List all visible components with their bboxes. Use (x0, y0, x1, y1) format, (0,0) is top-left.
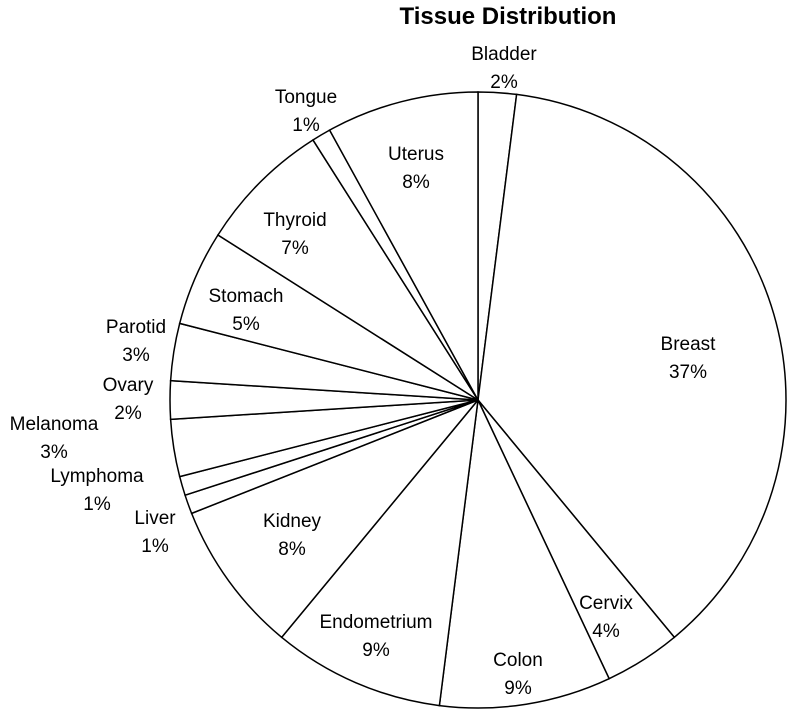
slice-label-endometrium: Endometrium (320, 612, 433, 633)
pie-slice-uterus (328, 91, 479, 401)
slice-label-parotid: Parotid (106, 317, 166, 338)
slice-value-stomach: 5% (232, 314, 260, 335)
slice-label-melanoma: Melanoma (10, 414, 99, 435)
slice-value-parotid: 3% (122, 345, 150, 366)
slice-label-kidney: Kidney (263, 511, 322, 532)
chart-title: Tissue Distribution (400, 3, 617, 30)
slice-value-bladder: 2% (490, 72, 518, 93)
slice-label-stomach: Stomach (209, 286, 284, 307)
slice-label-liver: Liver (134, 508, 176, 529)
slice-label-cervix: Cervix (579, 593, 633, 614)
slice-value-tongue: 1% (292, 115, 320, 136)
pie-slice-endometrium (280, 397, 480, 707)
pie-slice-thyroid (216, 138, 479, 401)
slice-value-uterus: 8% (402, 172, 430, 193)
slice-value-breast: 37% (669, 362, 707, 383)
slice-label-bladder: Bladder (471, 44, 537, 65)
slice-value-liver: 1% (141, 536, 169, 557)
slice-value-cervix: 4% (592, 621, 620, 642)
slice-label-colon: Colon (493, 650, 543, 671)
slice-value-colon: 9% (504, 678, 532, 699)
slice-label-ovary: Ovary (103, 375, 154, 396)
slice-value-kidney: 8% (278, 539, 306, 560)
slice-value-melanoma: 3% (40, 442, 68, 463)
pie-labels: Bladder 2% Breast 37% Cervix 4% Colon 9% Endomet… (10, 44, 717, 699)
slice-label-thyroid: Thyroid (263, 210, 326, 231)
slice-value-endometrium: 9% (362, 640, 390, 661)
slice-value-lymphoma: 1% (83, 494, 111, 515)
pie-slice-breast (477, 93, 787, 639)
slice-label-lymphoma: Lymphoma (50, 466, 144, 487)
slice-value-ovary: 2% (114, 403, 142, 424)
slice-label-breast: Breast (661, 334, 717, 355)
slice-label-uterus: Uterus (388, 144, 444, 165)
slice-value-thyroid: 7% (281, 238, 309, 259)
pie-slice-kidney (190, 399, 479, 639)
pie-slices (169, 91, 787, 709)
slice-label-tongue: Tongue (275, 87, 337, 108)
pie-slice-colon (438, 397, 611, 709)
